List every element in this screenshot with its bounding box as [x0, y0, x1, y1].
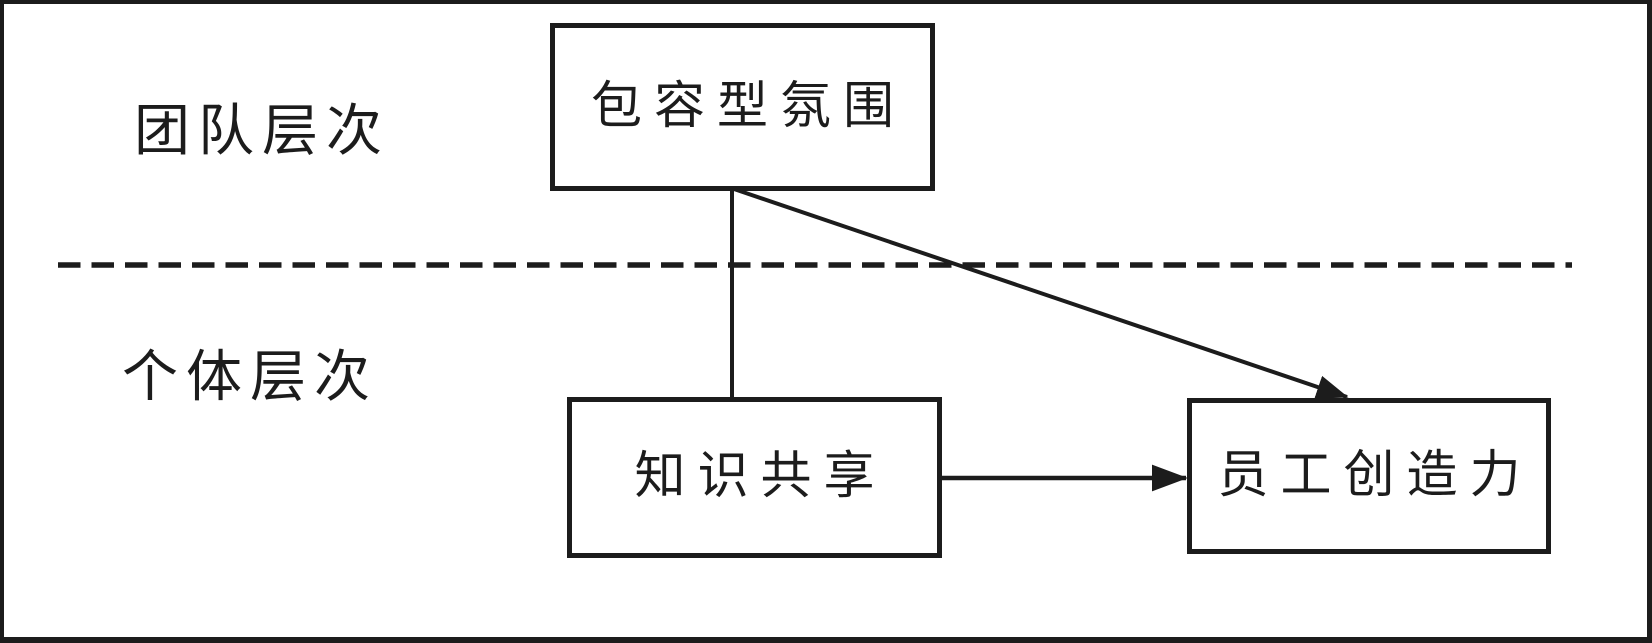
team-level-label: 团队层次	[134, 101, 390, 163]
node-employee-creativity-label: 员工创造力	[1217, 447, 1533, 504]
individual-level-label: 个体层次	[122, 347, 378, 409]
node-inclusive-climate: 包容型氛围	[550, 23, 935, 191]
node-employee-creativity: 员工创造力	[1187, 398, 1551, 554]
node-inclusive-climate-label: 包容型氛围	[590, 78, 906, 135]
node-knowledge-sharing: 知识共享	[567, 397, 942, 558]
diagram-edges	[58, 187, 1572, 492]
edge-climate-to-creativity-arrow	[733, 187, 1349, 399]
node-knowledge-sharing-label: 知识共享	[634, 449, 887, 505]
